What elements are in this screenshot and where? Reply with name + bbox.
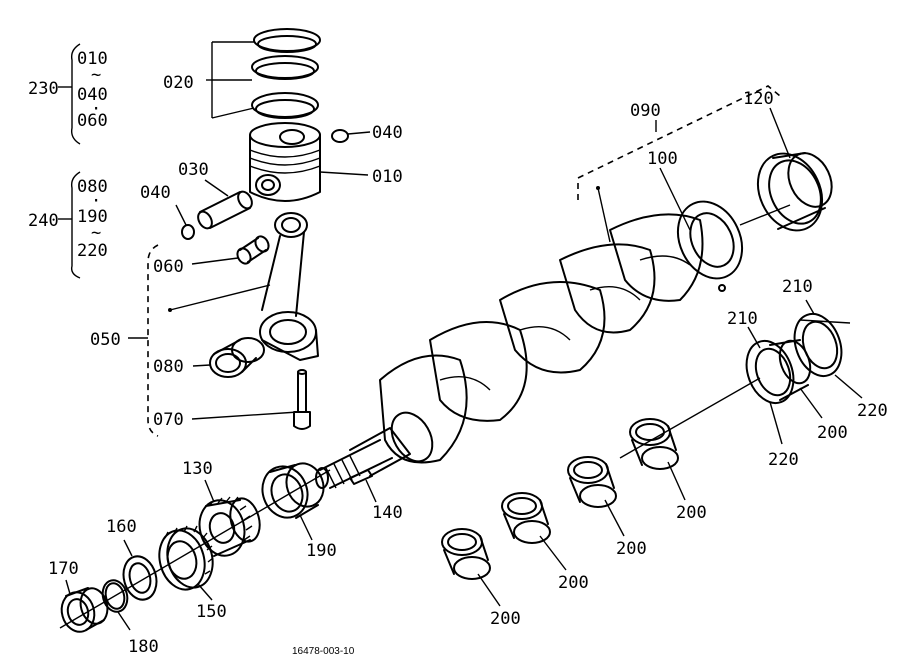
- label-030: 030: [178, 160, 209, 180]
- big-end-bearing: [192, 337, 265, 378]
- range-dot-2: ·: [91, 191, 101, 211]
- o-ring: [101, 579, 131, 631]
- label-060-bush: 060: [153, 257, 184, 277]
- label-230: 230: [28, 79, 59, 99]
- bracket-050: [128, 244, 159, 437]
- label-020: 020: [163, 73, 194, 93]
- leader-100: [659, 167, 691, 231]
- main-bearings: [441, 418, 686, 607]
- label-100: 100: [647, 149, 678, 169]
- label-240: 240: [28, 211, 59, 231]
- label-200-4: 200: [490, 609, 521, 629]
- snap-ring-lower: [175, 204, 195, 240]
- rod-bolt: [191, 369, 311, 430]
- label-160: 160: [106, 517, 137, 537]
- label-150: 150: [196, 602, 227, 622]
- label-010-range: 010: [77, 49, 108, 69]
- range-dot: ·: [91, 99, 101, 119]
- label-190-range: 190: [77, 207, 108, 227]
- label-220-outer: 220: [857, 401, 888, 421]
- range-tilde-2: ~: [91, 223, 101, 243]
- label-060-range: 060: [77, 111, 108, 131]
- label-200-thrust: 200: [817, 423, 848, 443]
- bracket-240: [58, 171, 81, 279]
- range-tilde: ~: [91, 65, 101, 85]
- label-090: 090: [630, 101, 661, 121]
- bracket-090: [577, 85, 781, 243]
- label-040-range: 040: [77, 85, 108, 105]
- piston-rings: [206, 28, 321, 119]
- label-130: 130: [182, 459, 213, 479]
- labels: 230 010 ~ 040 · 060 020 040 010 030 040 …: [28, 49, 888, 657]
- oil-seal-rear: [756, 107, 833, 232]
- small-end-bushing: [191, 235, 270, 265]
- label-210-outer: 210: [782, 277, 813, 297]
- label-010-piston: 010: [372, 167, 403, 187]
- thrust-washer: [122, 539, 158, 601]
- label-190-bush: 190: [306, 541, 337, 561]
- label-200-1: 200: [676, 503, 707, 523]
- label-040-piston: 040: [372, 123, 403, 143]
- label-120: 120: [743, 89, 774, 109]
- label-080-bearing: 080: [153, 357, 184, 377]
- label-220-inner: 220: [768, 450, 799, 470]
- label-170: 170: [48, 559, 79, 579]
- label-050: 050: [90, 330, 121, 350]
- label-140: 140: [372, 503, 403, 523]
- oil-seal-front: [59, 469, 331, 633]
- label-210-inner: 210: [727, 309, 758, 329]
- label-070: 070: [153, 410, 184, 430]
- label-200-3: 200: [558, 573, 589, 593]
- timing-collar: [158, 525, 214, 601]
- piston: [249, 122, 369, 202]
- label-180: 180: [128, 637, 159, 657]
- crank-gear: [198, 479, 261, 557]
- piston-pin: [197, 179, 253, 230]
- snap-ring-upper: [331, 129, 371, 143]
- label-220-range: 220: [77, 241, 108, 261]
- drawing-number: 16478-003-10: [292, 646, 355, 657]
- connecting-rod: [168, 212, 319, 361]
- crankshaft: [315, 200, 791, 489]
- bracket-230: [58, 43, 81, 145]
- label-200-2: 200: [616, 539, 647, 559]
- label-040-clip: 040: [140, 183, 171, 203]
- label-080-range: 080: [77, 177, 108, 197]
- woodruff-key: [349, 469, 377, 503]
